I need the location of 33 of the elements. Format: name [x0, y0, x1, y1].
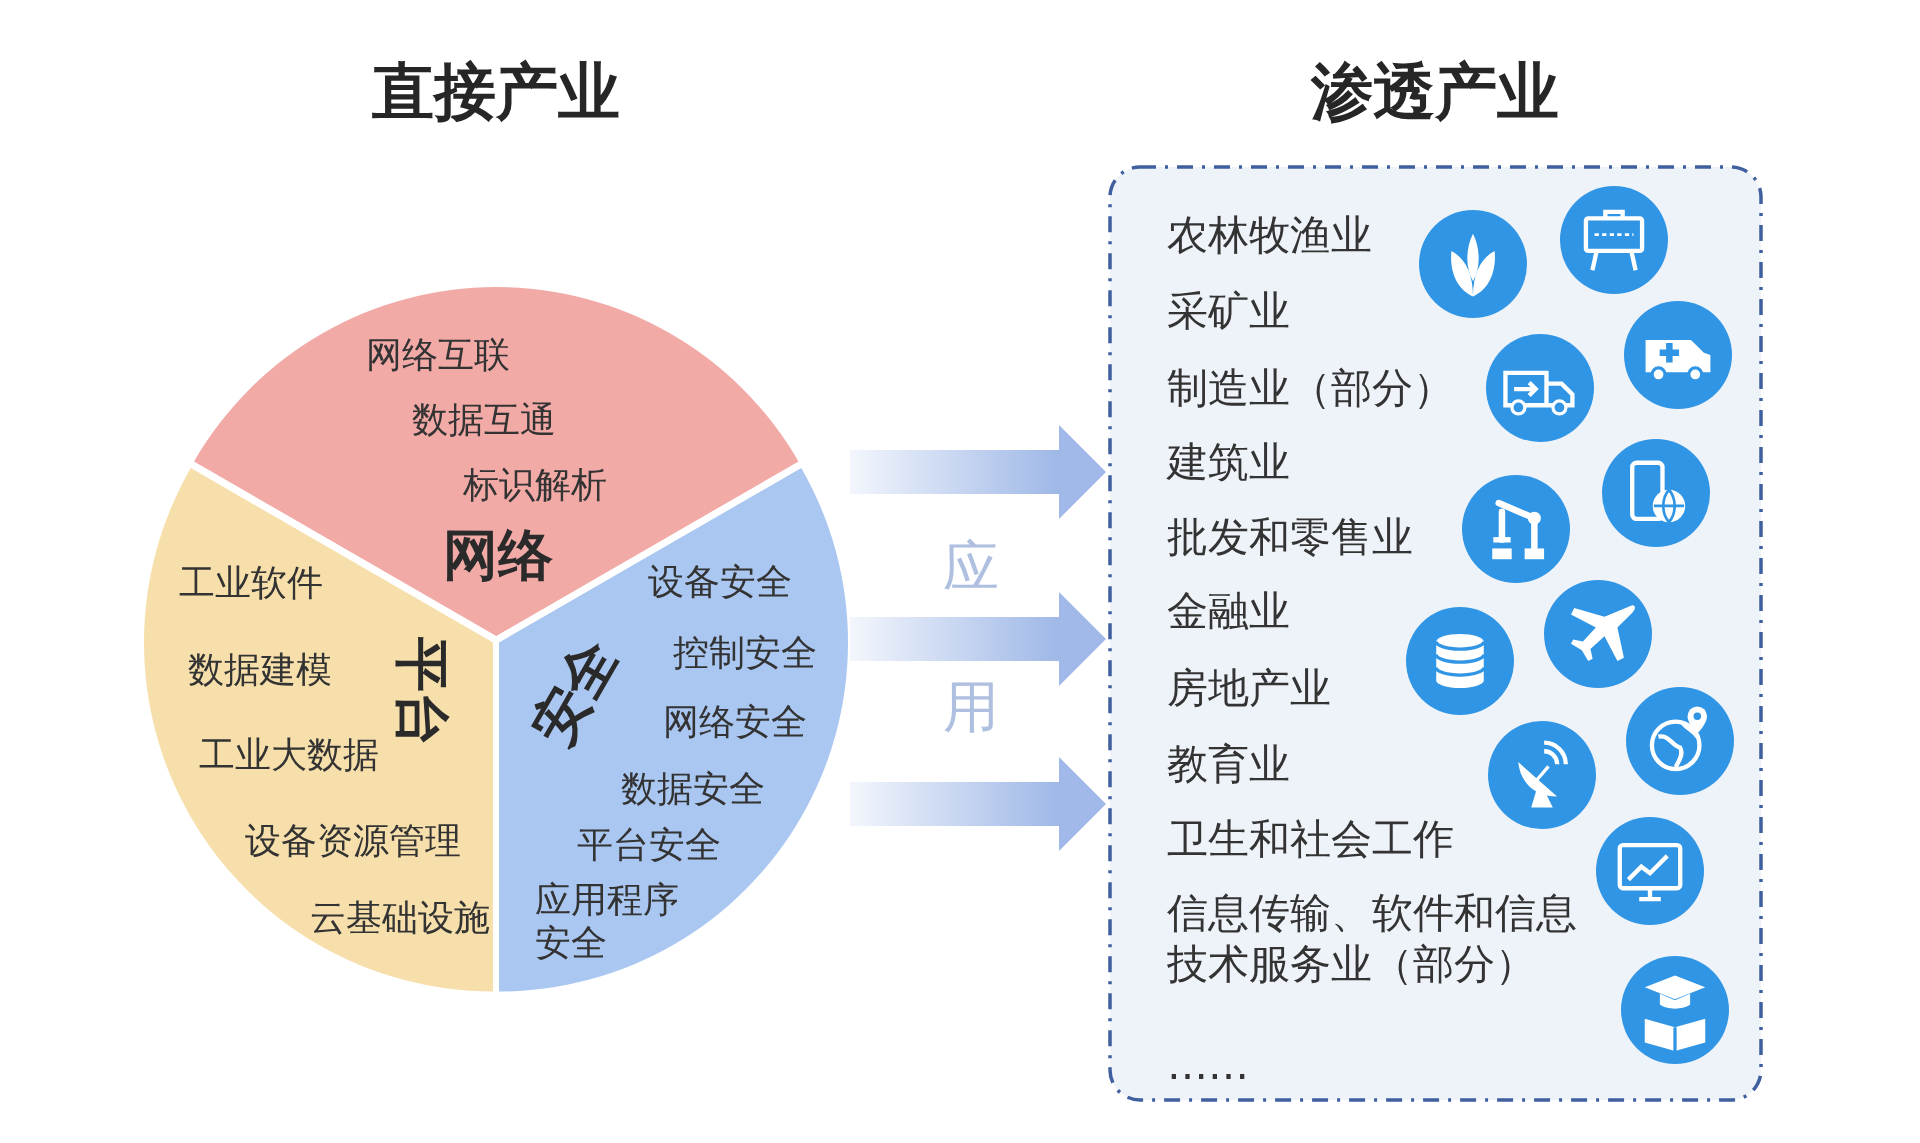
topic-label: 网络安全 [663, 700, 807, 744]
industry-label: 教育业 [1167, 739, 1290, 791]
segment-title: 安全 [518, 627, 632, 757]
topic-label: 应用程序安全 [535, 878, 680, 965]
industry-label: 建筑业 [1167, 437, 1290, 489]
section-title: 渗透产业 [1311, 54, 1559, 130]
segment-title: 平台 [389, 637, 455, 747]
topic-label: 平台安全 [577, 823, 721, 867]
topic-label: 数据安全 [621, 767, 765, 811]
section-title: 直接产业 [372, 54, 620, 130]
topic-label: 数据互通 [412, 398, 556, 442]
topic-label: 工业大数据 [199, 733, 379, 777]
industry-label: 农林牧渔业 [1167, 210, 1372, 262]
topic-label: 标识解析 [463, 463, 607, 507]
segment-title: 网络 [443, 522, 553, 588]
industry-label: 金融业 [1167, 586, 1290, 638]
block-arrow [850, 425, 1106, 519]
industry-label: 卫生和社会工作 [1167, 814, 1454, 866]
topic-label: 网络互联 [366, 333, 510, 377]
block-arrow [850, 757, 1106, 851]
industry-label: 批发和零售业 [1167, 512, 1413, 564]
topic-label: 工业软件 [179, 561, 323, 605]
topic-label: 数据建模 [188, 648, 332, 692]
vertical-label: 应用 [943, 533, 999, 741]
industry-label: 制造业（部分） [1167, 363, 1454, 415]
ellipsis-text: …… [1167, 1040, 1249, 1092]
topic-label: 云基础设施 [310, 896, 490, 940]
topic-label: 设备安全 [648, 560, 792, 604]
topic-label: 设备资源管理 [245, 819, 461, 863]
industry-label: 采矿业 [1167, 286, 1290, 338]
industry-label: 信息传输、软件和信息技术服务业（部分） [1167, 888, 1578, 991]
industry-label: 房地产业 [1167, 663, 1331, 715]
topic-label: 控制安全 [673, 631, 817, 675]
